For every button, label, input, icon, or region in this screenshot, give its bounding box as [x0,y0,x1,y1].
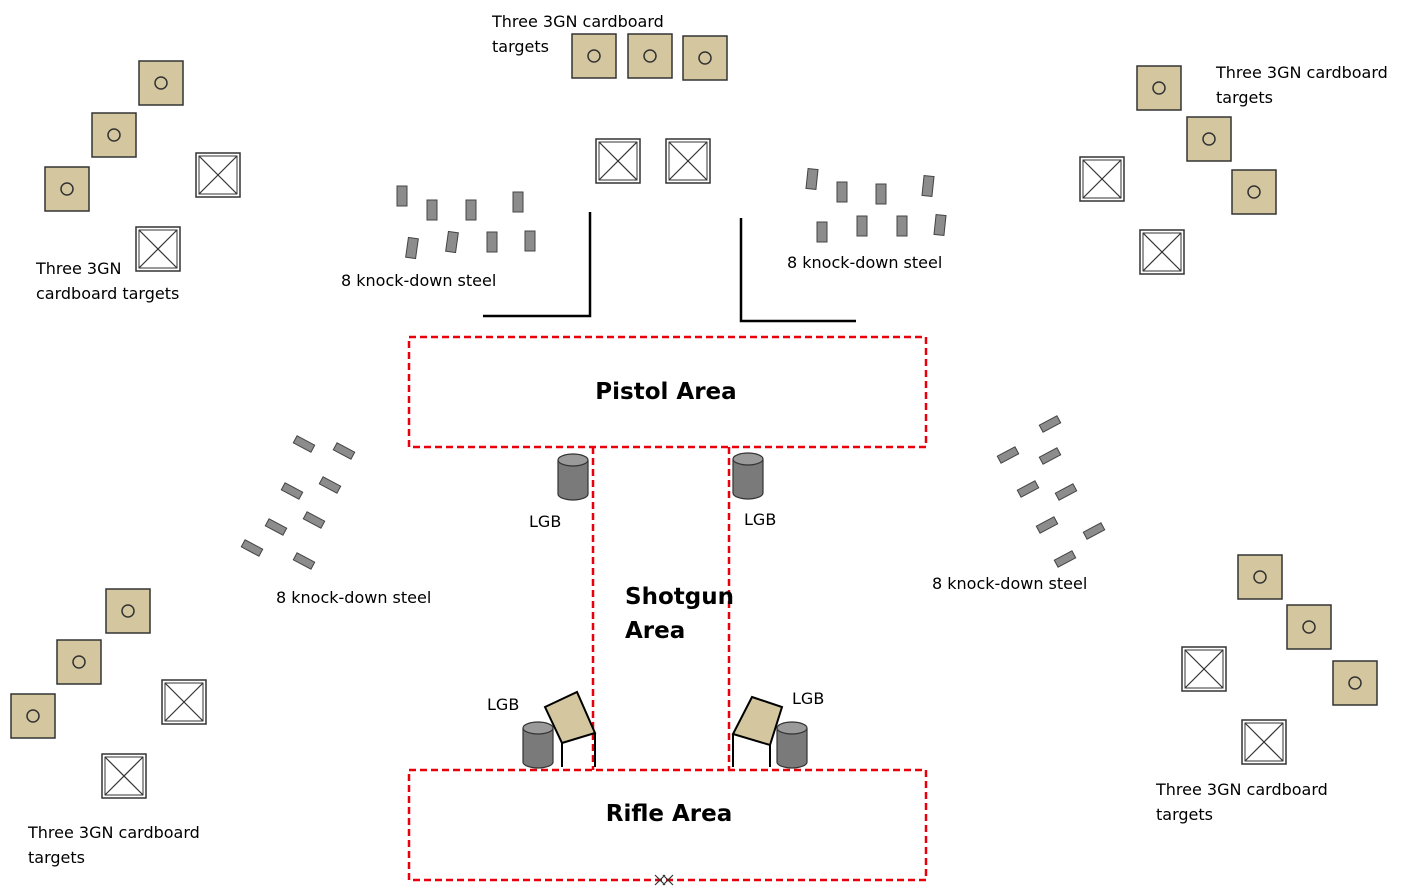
cardboard-targets-top [571,33,728,81]
steel-upper-right [805,168,947,243]
steel-lower-left [240,435,356,570]
cardboard-topleft-label-line1: Three 3GN [35,259,121,278]
no-shoot-targets-top-right [1079,156,1185,275]
cardboard-top-label-line1: Three 3GN cardboard [491,12,664,31]
pistol-area [407,335,928,449]
shotgun-area [591,447,731,770]
cardboard-topright-label-line1: Three 3GN cardboard [1215,63,1388,82]
steel-lower-right [996,415,1106,568]
barrel-lgb-3 [522,721,554,769]
table-left [543,690,597,767]
cardboard-topleft-label-line2: cardboard targets [36,284,179,303]
lgb-label-1: LGB [529,512,561,531]
cardboard-targets-top-left [44,60,184,212]
cardboard-botright-label-line2: targets [1156,805,1213,824]
steel-lower-left-label: 8 knock-down steel [276,588,431,607]
no-shoot-targets-bottom-left [101,679,207,799]
cardboard-targets-bottom-left [10,588,151,739]
lgb-label-3: LGB [487,695,519,714]
table-right [731,695,784,767]
steel-upper-right-label: 8 knock-down steel [787,253,942,272]
no-shoot-targets-top [595,138,711,184]
no-shoot-targets-top-left [135,152,241,272]
cardboard-botleft-label-line1: Three 3GN cardboard [27,823,200,842]
pistol-area-label: Pistol Area [595,379,736,405]
start-mark [654,874,674,886]
cardboard-topright-label-line2: targets [1216,88,1273,107]
shotgun-area-label-line2: Area [625,618,685,644]
barrel-lgb-2 [732,452,764,500]
steel-upper-left-label: 8 knock-down steel [341,271,496,290]
steel-upper-left [396,185,536,260]
lgb-label-4: LGB [792,689,824,708]
barrel-lgb-1 [557,453,589,501]
cardboard-top-label-line2: targets [492,37,549,56]
cardboard-targets-bottom-right [1237,554,1378,706]
rifle-area-label: Rifle Area [606,801,733,827]
cardboard-botright-label-line1: Three 3GN cardboard [1155,780,1328,799]
cardboard-botleft-label-line2: targets [28,848,85,867]
barrel-lgb-4 [776,721,808,769]
shotgun-area-label-line1: Shotgun [625,584,734,610]
wall-right [739,218,856,323]
no-shoot-targets-bottom-right [1181,646,1287,765]
wall-left [483,212,592,318]
lgb-label-2: LGB [744,510,776,529]
steel-lower-right-label: 8 knock-down steel [932,574,1087,593]
